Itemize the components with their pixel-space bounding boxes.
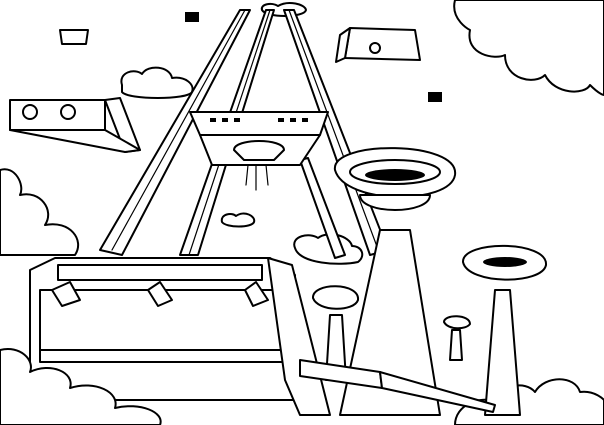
mushroom-tower-tiny (443, 315, 471, 361)
floating-square-right (428, 92, 442, 102)
cloud-mid-right (293, 233, 364, 265)
cloud-left-mid (0, 168, 80, 256)
conduit-pipe (299, 359, 496, 413)
mushroom-tower-medium (461, 244, 548, 416)
floating-small-box (59, 29, 89, 45)
cloud-mid-center (220, 212, 256, 228)
foreground-machine (29, 257, 331, 416)
floating-block-right (335, 27, 421, 63)
floating-block-left (9, 97, 141, 153)
cloud-small-top (120, 66, 194, 99)
floating-square-top (185, 12, 199, 22)
cloud-top-right (453, 0, 604, 96)
cloud-bottom-left (0, 348, 162, 425)
hovering-pod (233, 140, 285, 191)
